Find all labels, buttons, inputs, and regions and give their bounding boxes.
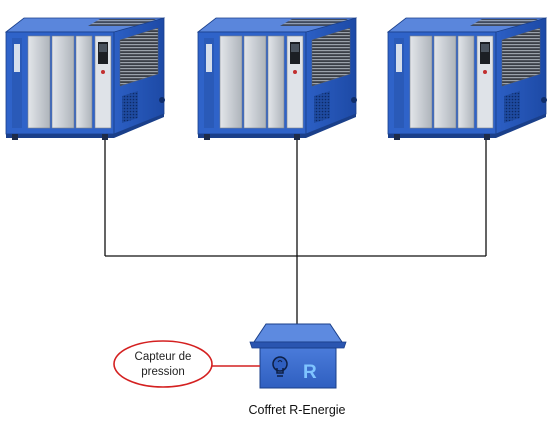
control-box-label: Coffret R-Energie bbox=[248, 403, 345, 417]
sensor-label-line1: Capteur de bbox=[135, 351, 192, 363]
compressor-2 bbox=[197, 17, 358, 141]
sensor-label-line2: pression bbox=[141, 366, 184, 378]
wiring bbox=[104, 140, 487, 324]
control-box: R bbox=[249, 323, 347, 389]
compressor-3 bbox=[387, 17, 548, 141]
compressor-1 bbox=[5, 17, 166, 141]
pressure-sensor-bubble bbox=[113, 340, 213, 388]
lightbulb-icon bbox=[272, 356, 288, 377]
control-box-letter: R bbox=[303, 362, 317, 383]
